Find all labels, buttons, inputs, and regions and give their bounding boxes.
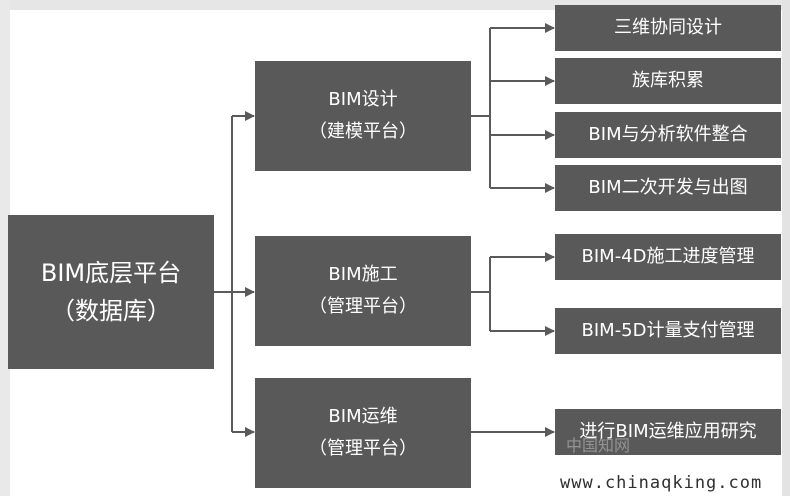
- bim-design-node: BIM设计 （建模平台）: [255, 61, 471, 171]
- leaf-3d-collaborative-design: 三维协同设计: [555, 5, 781, 51]
- bim-operation-subtitle: （管理平台）: [309, 438, 417, 459]
- bim-construction-subtitle: （管理平台）: [309, 296, 417, 317]
- root-node-title: BIM底层平台: [40, 259, 182, 287]
- leaf-4d-schedule: BIM-4D施工进度管理: [555, 234, 781, 280]
- leaf-label: 三维协同设计: [614, 17, 722, 38]
- leaf-label: BIM-4D施工进度管理: [581, 246, 755, 267]
- leaf-label: BIM-5D计量支付管理: [581, 320, 755, 341]
- leaf-operation-research: 进行BIM运维应用研究: [555, 409, 781, 455]
- root-node-subtitle: （数据库）: [51, 297, 171, 325]
- bim-construction-node: BIM施工 （管理平台）: [255, 236, 471, 346]
- bim-operation-title: BIM运维: [328, 406, 398, 427]
- root-node: BIM底层平台 （数据库）: [8, 215, 214, 369]
- leaf-secondary-development: BIM二次开发与出图: [555, 165, 781, 211]
- leaf-label: 族库积累: [632, 70, 704, 91]
- frame-right-strip: [782, 0, 790, 496]
- frame-top-strip: [0, 0, 790, 10]
- leaf-label: BIM与分析软件整合: [588, 124, 748, 145]
- leaf-5d-cost: BIM-5D计量支付管理: [555, 308, 781, 354]
- leaf-label: BIM二次开发与出图: [588, 177, 748, 198]
- leaf-analysis-integration: BIM与分析软件整合: [555, 112, 781, 158]
- bim-operation-node: BIM运维 （管理平台）: [255, 378, 471, 488]
- watermark-cn: 中国知网: [566, 436, 631, 455]
- bim-design-subtitle: （建模平台）: [309, 121, 417, 142]
- watermark-url: www.chinaqking.com: [560, 473, 763, 493]
- leaf-family-library: 族库积累: [555, 58, 781, 104]
- bim-construction-title: BIM施工: [328, 264, 398, 285]
- bim-design-title: BIM设计: [328, 89, 398, 110]
- frame-left-strip: [0, 0, 10, 496]
- leaf-label: 进行BIM运维应用研究: [579, 421, 757, 442]
